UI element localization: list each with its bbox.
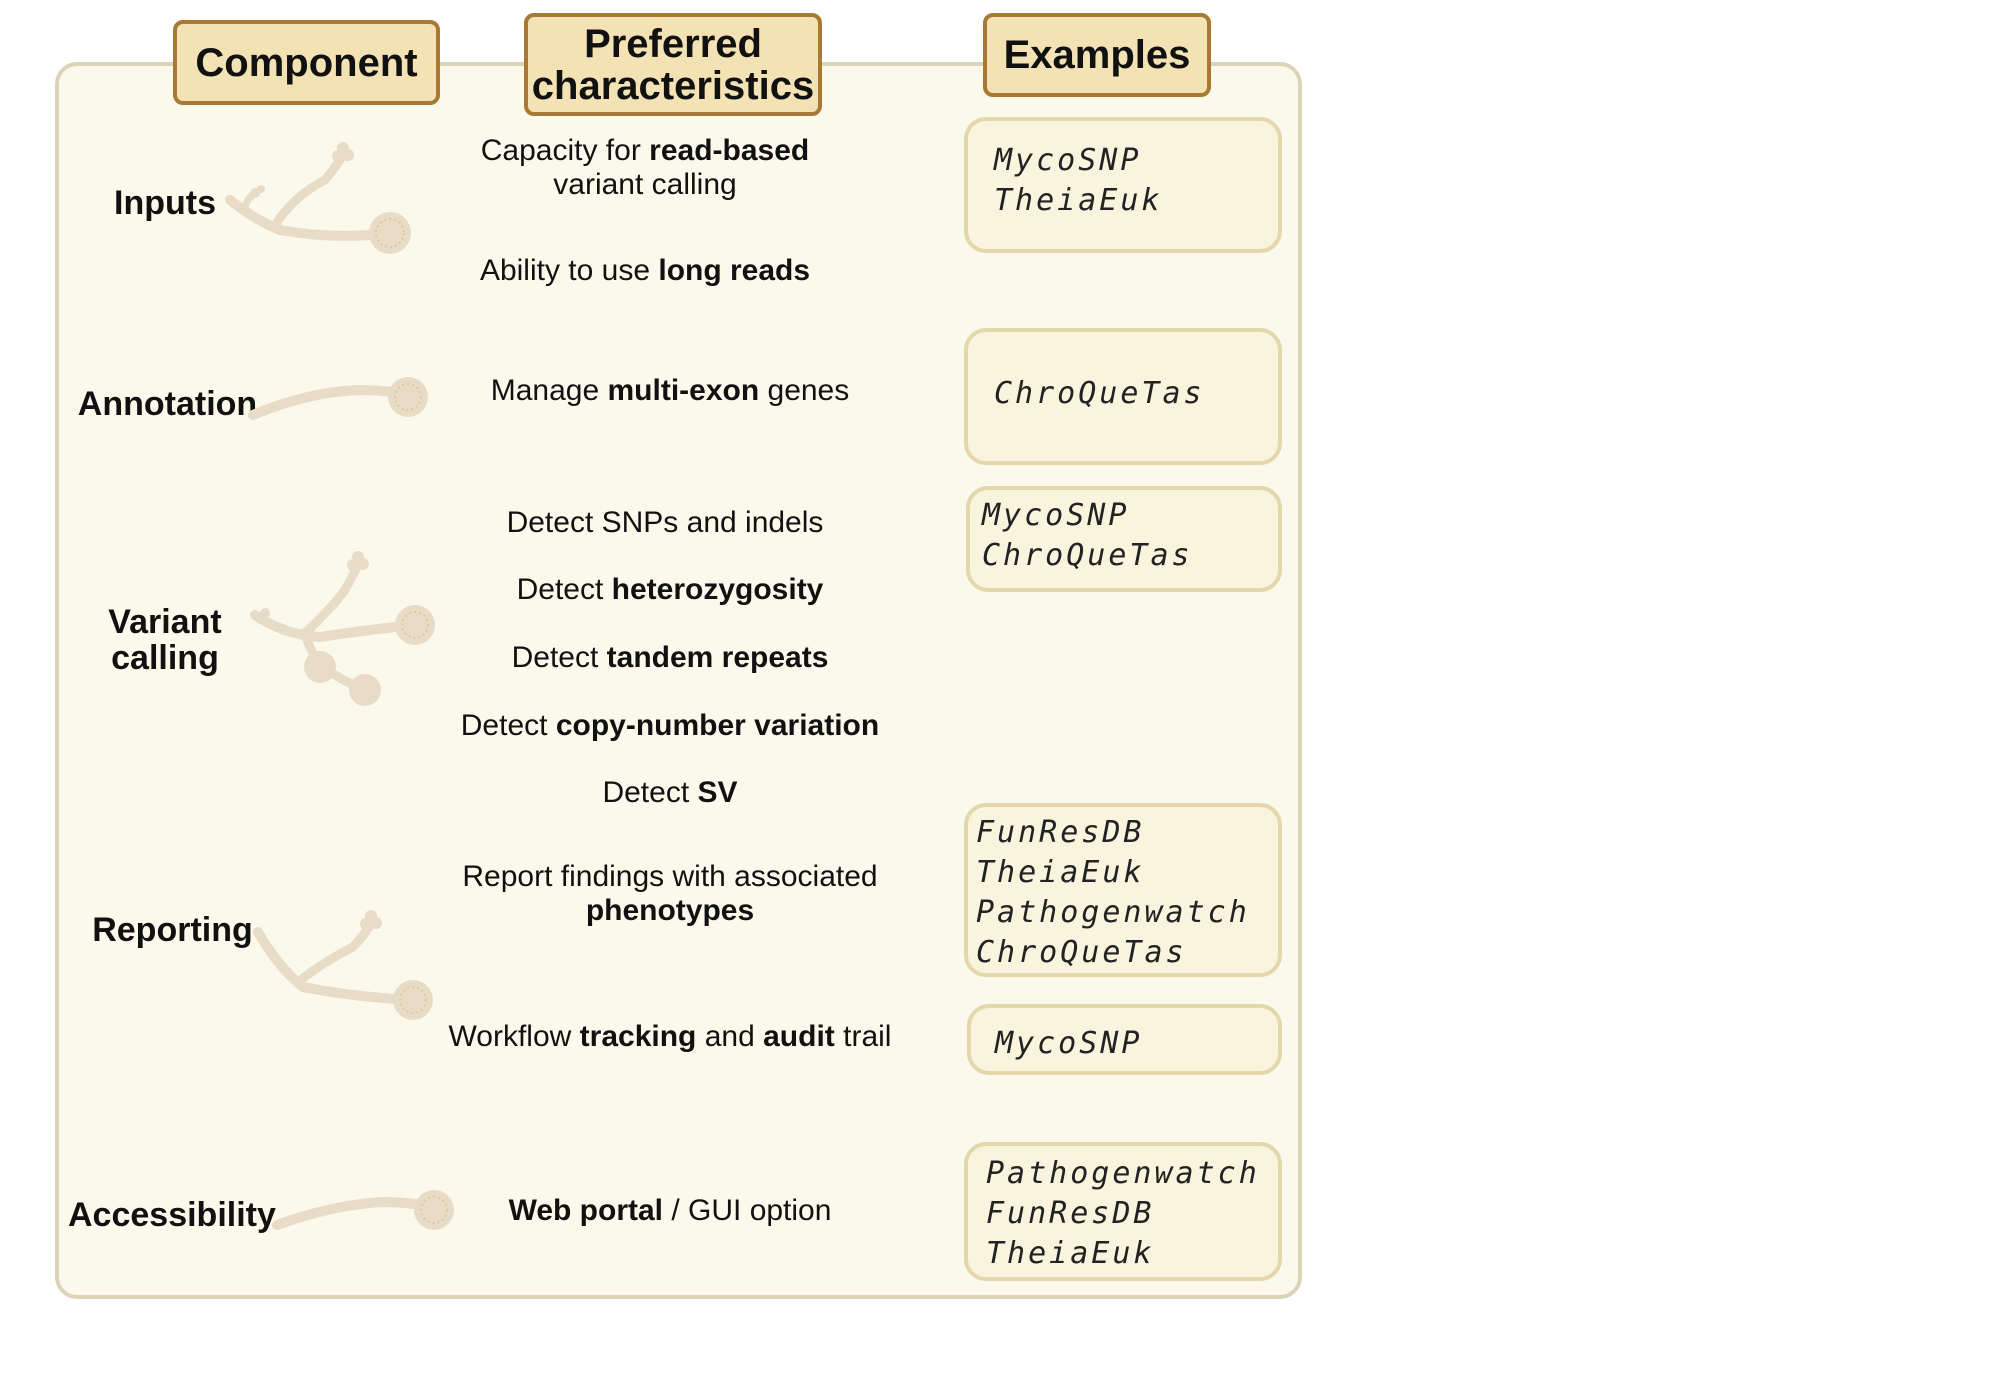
header-component: Component bbox=[173, 20, 440, 105]
example-item: Pathogenwatch bbox=[986, 1156, 1260, 1191]
header-examples: Examples bbox=[983, 13, 1211, 97]
component-accessibility: Accessibility bbox=[68, 1196, 276, 1234]
example-item: ChroQueTas bbox=[976, 935, 1187, 970]
header-preferred-characteristics: Preferred characteristics bbox=[524, 13, 822, 116]
header-characteristics-line2: characteristics bbox=[531, 63, 815, 108]
fungal-hypha-icon bbox=[272, 1190, 454, 1230]
char-web-portal: Web portal / GUI option bbox=[508, 1194, 832, 1227]
header-component-label: Component bbox=[195, 40, 418, 85]
char-multi-exon-genes: Manage multi-exon genes bbox=[490, 374, 850, 407]
example-item: TheiaEuk bbox=[986, 1236, 1155, 1271]
char-phenotypes: Report findings with associated phenotyp… bbox=[462, 860, 878, 927]
diagram-panel bbox=[55, 62, 1302, 1299]
component-annotation: Annotation bbox=[77, 385, 258, 423]
fungal-hypha-icon bbox=[248, 377, 428, 420]
example-item: ChroQueTas bbox=[994, 376, 1205, 411]
char-read-based-variant-calling: Capacity for read-based variant calling bbox=[480, 134, 810, 201]
example-item: Pathogenwatch bbox=[976, 895, 1250, 930]
char-tandem-repeats: Detect tandem repeats bbox=[511, 641, 829, 674]
fungal-hypha-icon bbox=[225, 142, 411, 254]
char-heterozygosity: Detect heterozygosity bbox=[516, 573, 824, 606]
header-characteristics-line1: Preferred bbox=[584, 21, 762, 66]
component-inputs: Inputs bbox=[114, 184, 216, 222]
examples-inputs: MycoSNP TheiaEuk bbox=[964, 117, 1282, 253]
char-tracking-audit-trail: Workflow tracking and audit trail bbox=[448, 1020, 892, 1053]
examples-accessibility: Pathogenwatch FunResDB TheiaEuk bbox=[964, 1142, 1282, 1281]
examples-annotation: ChroQueTas bbox=[964, 328, 1282, 465]
char-copy-number-variation: Detect copy-number variation bbox=[460, 709, 880, 742]
fungal-hypha-icon bbox=[250, 551, 435, 706]
component-variant-calling: Variant calling bbox=[95, 604, 235, 676]
char-sv: Detect SV bbox=[602, 776, 738, 809]
example-item: TheiaEuk bbox=[976, 855, 1145, 890]
char-long-reads: Ability to use long reads bbox=[479, 254, 811, 287]
example-item: ChroQueTas bbox=[982, 538, 1193, 573]
char-snps-indels: Detect SNPs and indels bbox=[506, 506, 824, 539]
header-examples-label: Examples bbox=[1003, 33, 1191, 77]
example-item: MycoSNP bbox=[982, 498, 1130, 533]
component-reporting: Reporting bbox=[92, 911, 253, 949]
component-variant-line2: calling bbox=[111, 639, 219, 677]
example-item: FunResDB bbox=[986, 1196, 1155, 1231]
example-item: TheiaEuk bbox=[994, 183, 1163, 218]
component-variant-line1: Variant bbox=[108, 603, 222, 641]
fungal-hypha-icon bbox=[253, 910, 433, 1020]
example-item: MycoSNP bbox=[994, 143, 1142, 178]
examples-reporting-phenotypes: FunResDB TheiaEuk Pathogenwatch ChroQueT… bbox=[964, 803, 1282, 977]
example-item: FunResDB bbox=[976, 815, 1145, 850]
examples-reporting-tracking: MycoSNP bbox=[967, 1004, 1282, 1075]
example-item: MycoSNP bbox=[995, 1026, 1143, 1061]
examples-variant-calling: MycoSNP ChroQueTas bbox=[966, 486, 1282, 592]
